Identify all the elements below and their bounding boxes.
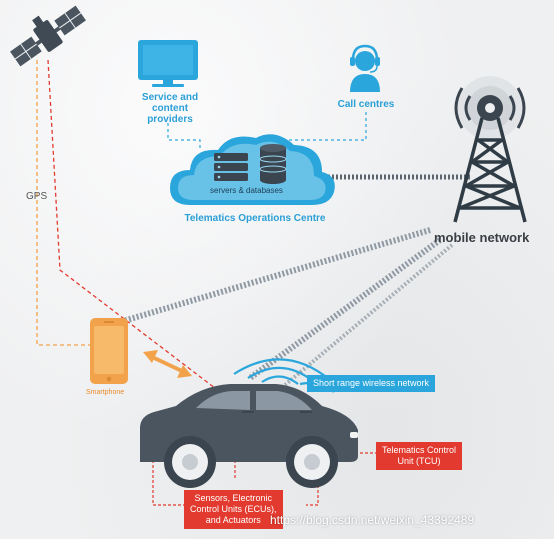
mobile-network-label: mobile network: [434, 230, 530, 245]
call-centres-label: Call centres: [337, 99, 395, 110]
tcu-tag: Telematics Control Unit (TCU): [376, 442, 463, 470]
servers-databases-label: servers & databases: [210, 186, 283, 195]
gps-label: GPS: [26, 191, 48, 202]
gps-line-to-car: [47, 59, 271, 431]
link-tower-car: [248, 237, 442, 381]
service-providers-label: Service and content providers: [141, 92, 199, 125]
watermark-url: https://blog.csdn.net/weixin_43392489: [270, 513, 475, 527]
smartphone-label: Smartphone: [86, 389, 125, 396]
gps-line-to-phone: [36, 60, 92, 346]
sensors-ecus-tag: Sensors, Electronic Control Units (ECUs)…: [184, 490, 283, 529]
short-range-wireless-tag: Short range wireless network: [307, 375, 436, 392]
link-providers-cloud: [167, 123, 201, 150]
ops-centre-label: Telematics Operations Centre: [184, 213, 326, 224]
link-tower-phone: [119, 227, 431, 325]
link-tower-car-2: [283, 243, 454, 387]
